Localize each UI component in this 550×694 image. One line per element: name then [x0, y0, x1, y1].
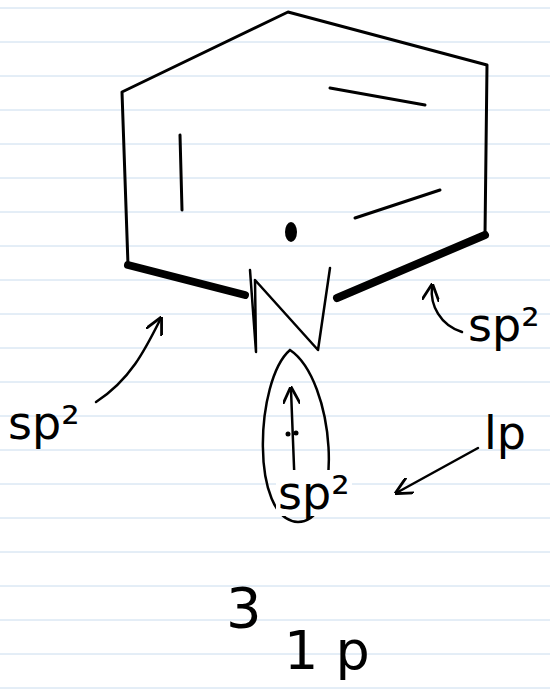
- orbital-label: sp²: [6, 400, 82, 446]
- orbital-label: sp²: [276, 470, 352, 516]
- orbital-label: sp²: [466, 302, 542, 348]
- lone-pair-dots: [286, 431, 299, 437]
- leader-arrows: [96, 287, 478, 492]
- ring-dot: [285, 222, 297, 242]
- orbital-label: 3: [224, 580, 264, 636]
- orbital-label: 1 p: [282, 624, 372, 678]
- orbital-label: lp: [482, 410, 528, 456]
- ring: [122, 12, 487, 352]
- ruled-lines: [0, 8, 550, 688]
